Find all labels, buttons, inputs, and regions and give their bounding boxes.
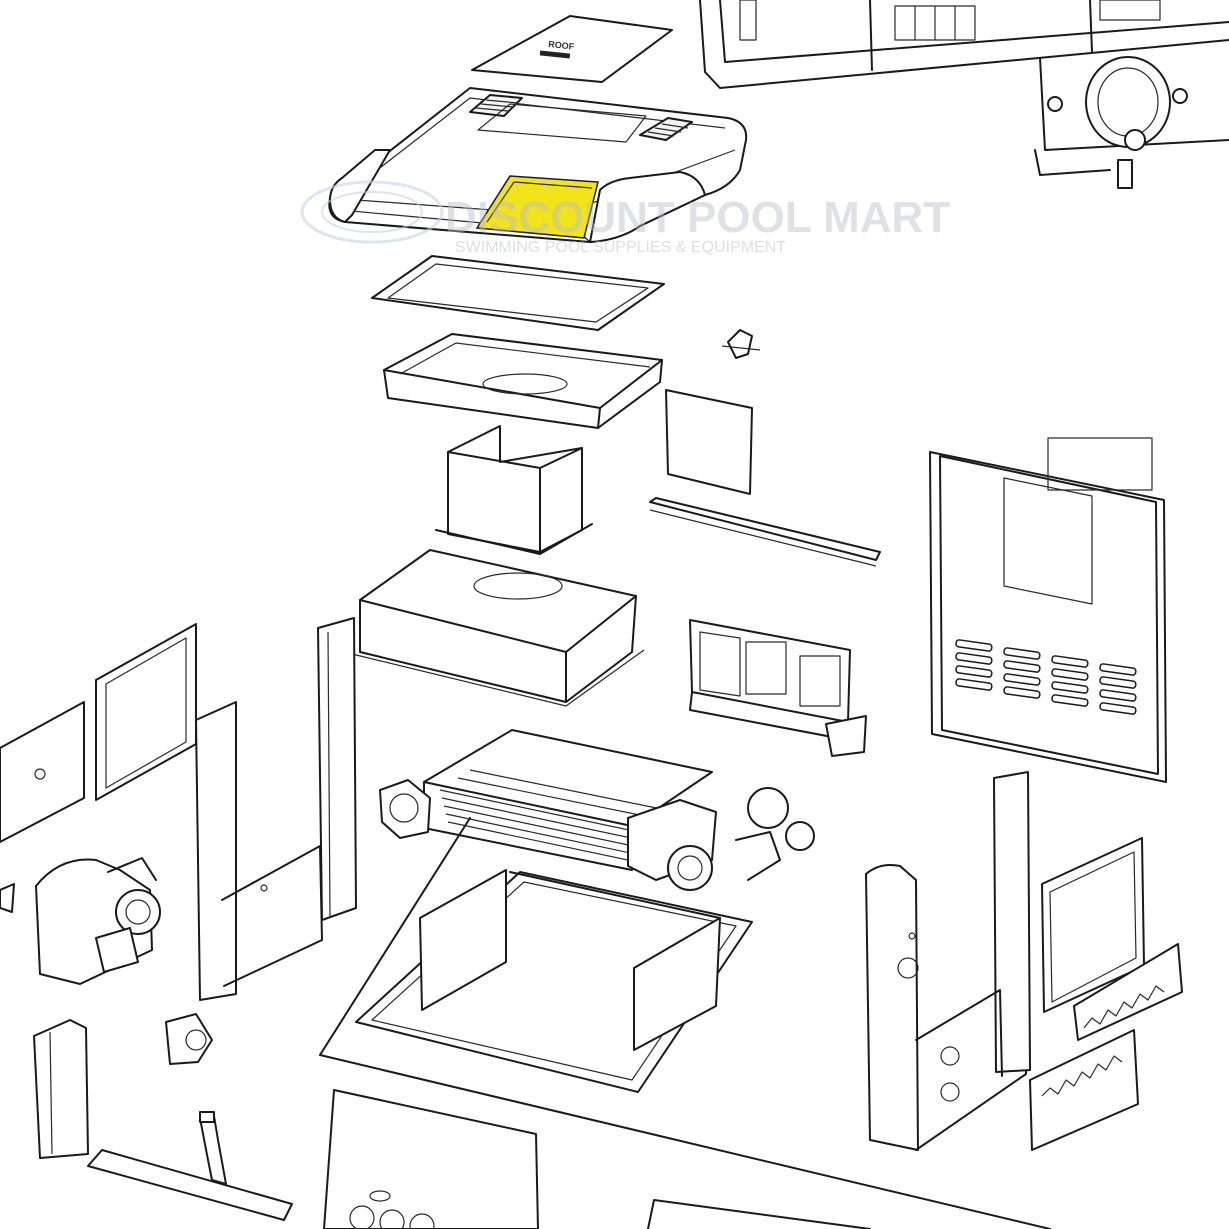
louver-slot (1003, 647, 1041, 660)
louver-slot (955, 652, 993, 665)
bottom-bracket-left (33, 1019, 89, 1159)
right-side-panel (915, 771, 1031, 1151)
side-insulation-panel (1041, 837, 1145, 1013)
pressure-switch (1034, 56, 1229, 189)
control-housing-top (699, 0, 1229, 89)
louver-slot (1099, 663, 1137, 676)
louver-slot (1099, 689, 1137, 702)
leader-line (319, 817, 471, 1056)
control-board (689, 619, 867, 757)
louver-slot (1003, 660, 1041, 673)
heat-exchanger (379, 729, 815, 891)
vent-louvers (955, 639, 1137, 715)
louver-slot (1051, 668, 1089, 681)
louver-slot (1051, 681, 1089, 694)
blower-assembly (35, 857, 161, 985)
flue-box (435, 425, 593, 555)
louver-slot (955, 678, 993, 691)
base-tray (355, 869, 753, 1093)
left-panel-frame (95, 623, 197, 801)
corner-post-right (865, 864, 919, 1151)
combustion-chamber-housing (351, 549, 645, 707)
lid-vents-left (469, 94, 523, 117)
bottom-panel-edge (647, 1199, 871, 1229)
louver-slot (1051, 655, 1089, 668)
louver-slot (955, 639, 993, 652)
channel-rail (649, 497, 881, 567)
watermark-tagline: SWIMMING POOL SUPPLIES & EQUIPMENT (455, 239, 786, 256)
temperature-sensor (721, 329, 761, 359)
louver-slot (1099, 676, 1137, 689)
louver-slot (1099, 702, 1137, 715)
top-gasket (371, 255, 665, 331)
baffle-strip-upper (1073, 943, 1183, 1041)
louver-slot (1003, 686, 1041, 699)
jacket-panel-bottom (323, 1089, 539, 1229)
heater-top-lid (328, 87, 748, 243)
watermark: DISCOUNT POOL MART SWIMMING POOL SUPPLIE… (300, 180, 950, 256)
access-cover-panel (665, 389, 753, 495)
corner-post-mid (317, 617, 357, 921)
base-line (319, 1054, 1051, 1229)
top-cover-plate: ROOF (471, 15, 673, 83)
gas-valve (165, 1013, 213, 1065)
lid-label: ROOF (548, 39, 575, 52)
front-door-panel (929, 437, 1167, 783)
watermark-brand: DISCOUNT POOL MART (445, 193, 950, 242)
louver-slot (1003, 673, 1041, 686)
corner-post-left (195, 701, 323, 1001)
manifold-pipe (87, 1111, 293, 1221)
orifice-cap (0, 883, 15, 913)
left-side-panel (0, 701, 85, 843)
louver-slot (1051, 694, 1089, 707)
baffle-strip-lower (1029, 1029, 1139, 1151)
flue-collector (383, 333, 663, 429)
exchanger-tubes (439, 769, 677, 867)
louver-slot (955, 665, 993, 678)
lid-vents-right (639, 117, 693, 141)
